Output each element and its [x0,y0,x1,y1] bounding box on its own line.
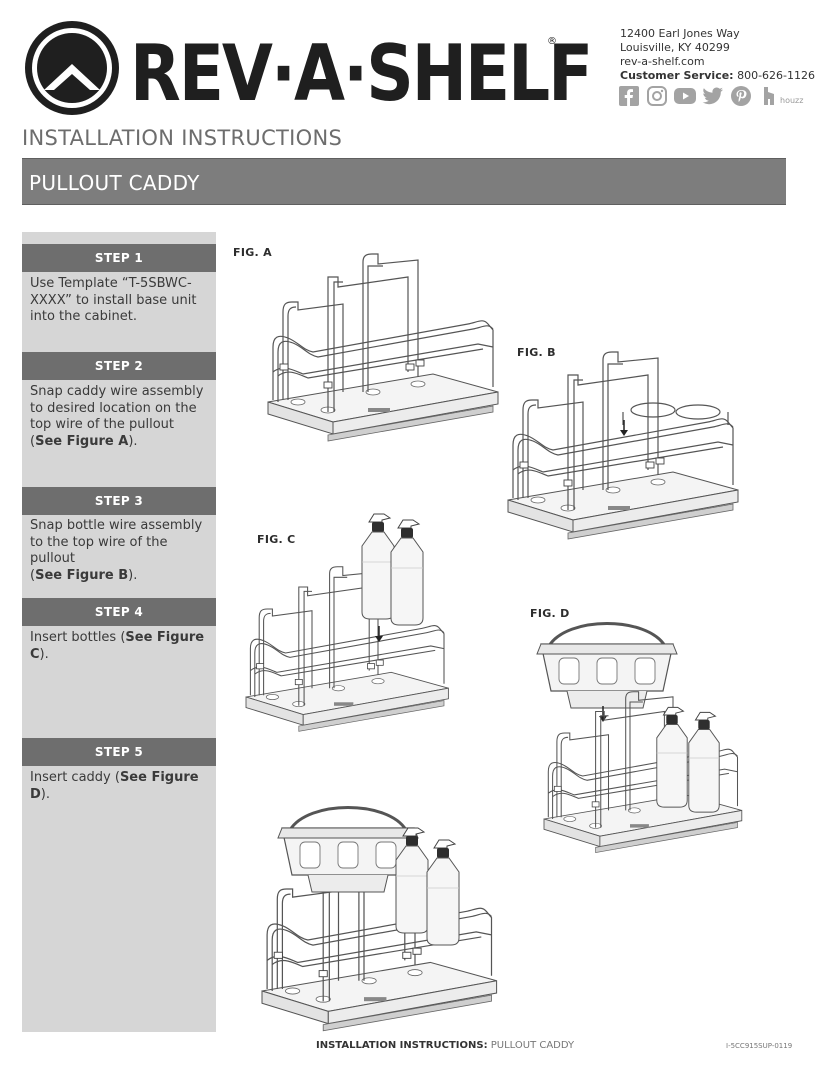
houzz-label: houzz [780,96,804,105]
document-code: I-5CC915SUP-0119 [726,1042,793,1050]
address-line-2: Louisville, KY 40299 [620,41,730,54]
step-1-body: Use Template “T-5SBWC-XXXX” to install b… [30,276,197,324]
step-1-text: Use Template “T-5SBWC-XXXX” to install b… [30,276,210,326]
instagram-icon[interactable] [646,85,667,106]
step-5-figure-ref: See Figure D [30,770,199,802]
step-2-figure-ref: See Figure A [35,433,129,449]
step-4-figure-ref: See Figure C [30,630,205,662]
brand-logo: REV·A·SHELF ® [22,18,593,119]
registered-mark: ® [547,36,557,47]
figure-b-label: FIG. B [517,346,556,359]
website-link[interactable]: rev-a-shelf.com [620,55,705,68]
figure-d-caddy [535,622,679,722]
facebook-icon[interactable] [618,85,639,106]
step-3-header: STEP 3 [22,487,216,515]
section-heading: INSTALLATION INSTRUCTIONS [22,126,343,150]
footer-product: PULLOUT CADDY [490,1040,575,1051]
rev-a-shelf-badge-icon [25,21,119,115]
step-3-text: Snap bottle wire assembly to the top wir… [30,518,203,583]
figure-c-label: FIG. C [257,533,296,546]
step-2-text: Snap caddy wire assembly to desired loca… [30,384,204,449]
address-line-1: 12400 Earl Jones Way [620,27,740,40]
figure-d-label: FIG. D [530,607,570,620]
twitter-icon[interactable] [702,85,723,106]
figure-a-label: FIG. A [233,246,272,259]
step-3-figure-ref: See Figure B [35,567,129,583]
step-2-body: Snap caddy wire assembly to desired loca… [30,384,204,432]
step-5-body: Insert caddy ( [30,770,120,785]
figure-c-bottles [361,513,424,642]
step-1-header: STEP 1 [22,244,216,272]
figure-b-illustration [507,351,739,540]
footer-bold: INSTALLATION INSTRUCTIONS: [316,1040,488,1051]
step-5-text: Insert caddy (See Figure D). [30,770,199,802]
step-2-header: STEP 2 [22,352,216,380]
footer-caption: INSTALLATION INSTRUCTIONS: PULLOUT CADDY [316,1040,574,1051]
pinterest-icon[interactable] [730,85,751,106]
step-5-header: STEP 5 [22,738,216,766]
contact-block: 12400 Earl Jones Way Louisville, KY 4029… [620,27,815,83]
social-icons: houzz [618,85,803,106]
step-3-body: Snap bottle wire assembly to the top wir… [30,518,203,566]
service-phone: 800-626-1126 [737,69,815,82]
youtube-icon[interactable] [673,85,696,106]
product-title: PULLOUT CADDY [29,171,200,195]
service-label: Customer Service: [620,69,734,82]
houzz-icon[interactable] [758,85,779,106]
brand-wordmark: REV·A·SHELF [130,28,593,119]
figure-a-illustration [267,253,499,442]
product-title-bar: PULLOUT CADDY [22,158,786,205]
final-assembly-items [276,806,460,946]
step-4-header: STEP 4 [22,598,216,626]
step-4-body: Insert bottles ( [30,630,126,645]
step-4-text: Insert bottles (See Figure C). [30,630,205,662]
customer-service: Customer Service: 800-626-1126 [620,69,815,83]
